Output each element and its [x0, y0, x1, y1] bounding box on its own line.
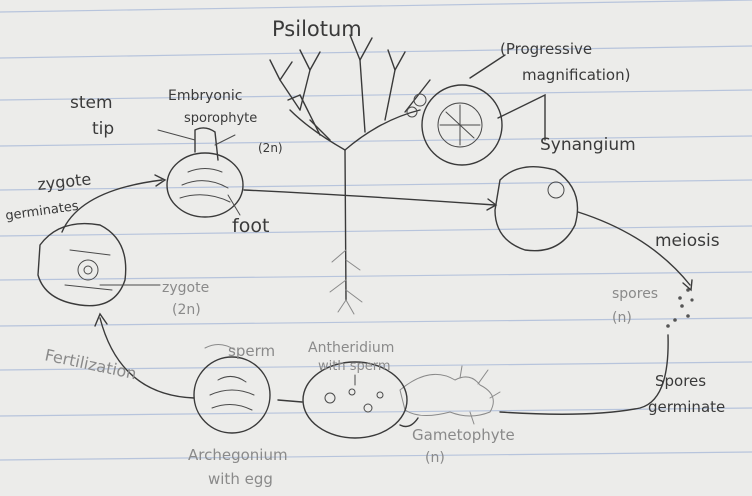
label-zygote: zygote — [162, 280, 209, 296]
label-meiosis: meiosis — [655, 231, 720, 251]
label-spores-germinate-2: germinate — [648, 398, 725, 416]
label-embryonic-3: (2n) — [258, 141, 283, 155]
label-antheridium-2: with sperm — [318, 359, 391, 374]
label-archegonium-2: with egg — [208, 470, 273, 488]
label-gametophyte: Gametophyte — [412, 426, 515, 444]
label-spores-n: (n) — [612, 310, 632, 326]
zygote-drawing — [38, 224, 160, 306]
label-foot: foot — [232, 215, 269, 237]
label-spores: spores — [612, 286, 658, 302]
psilotum-plant — [270, 35, 430, 314]
label-zygote-germinates-1: zygote — [36, 169, 92, 194]
label-archegonium-1: Archegonium — [188, 446, 288, 464]
gametophyte-drawing — [400, 366, 500, 424]
ruled-lines — [0, 0, 752, 460]
label-progressive: (Progressive — [500, 40, 592, 58]
label-magnification: magnification) — [522, 66, 630, 84]
label-gametophyte-n: (n) — [425, 450, 445, 466]
label-stem-tip-2: tip — [92, 119, 114, 139]
title-psilotum: Psilotum — [272, 17, 362, 41]
label-stem-tip-1: stem — [70, 93, 113, 113]
label-sperm: sperm — [228, 342, 275, 360]
label-antheridium-1: Antheridium — [308, 340, 394, 356]
embryo-drawing — [158, 128, 243, 217]
label-zygote-2n: (2n) — [172, 302, 201, 318]
synangium-drawing — [495, 167, 578, 251]
cycle-arrows — [62, 175, 692, 426]
label-synangium: Synangium — [540, 135, 636, 155]
label-embryonic-1: Embryonic — [168, 88, 242, 104]
label-embryonic-2: sporophyte — [184, 111, 257, 126]
label-spores-germinate-1: Spores — [655, 372, 706, 390]
label-fertilization: Fertilization — [43, 345, 138, 383]
spore-dots — [666, 288, 693, 328]
